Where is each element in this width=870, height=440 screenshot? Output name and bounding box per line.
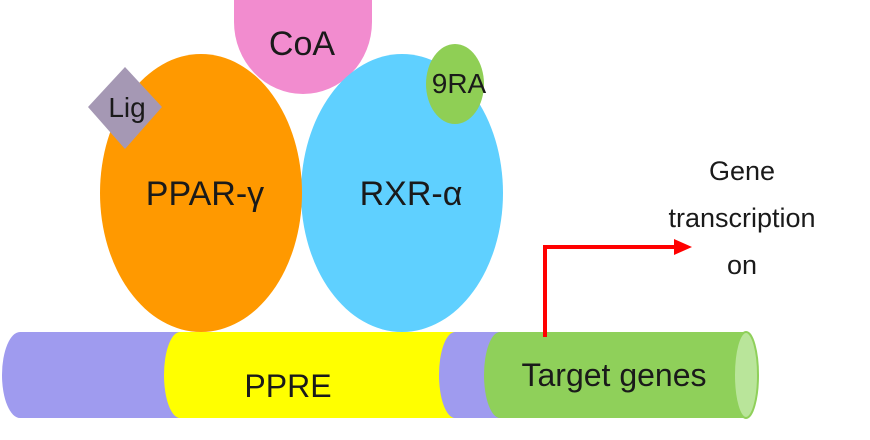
ppre-segment [164, 332, 455, 418]
dna-strand [2, 331, 759, 419]
note-line-1: Gene [709, 156, 775, 186]
transcription-arrow [543, 239, 692, 337]
ppre-label: PPRE [244, 368, 331, 404]
target-genes-segment [484, 332, 746, 418]
lig-label: Lig [108, 92, 145, 123]
coa-label: CoA [269, 25, 335, 63]
nine-ra-label: 9RA [432, 68, 487, 99]
coa-shape [234, 0, 372, 94]
ppar-gamma-label: PPAR-γ [146, 175, 264, 213]
ligand-diamond [88, 67, 162, 149]
target-genes-cap [733, 331, 759, 419]
note-line-3: on [727, 250, 757, 280]
ppar-gamma-shape [100, 54, 302, 332]
nine-ra-shape [426, 44, 484, 124]
dna-mid-segment [439, 332, 500, 418]
target-genes-label: Target genes [521, 357, 706, 393]
rxr-alpha-label: RXR-α [360, 175, 463, 213]
dna-left-segment [2, 332, 180, 418]
note-line-2: transcription [668, 203, 815, 233]
